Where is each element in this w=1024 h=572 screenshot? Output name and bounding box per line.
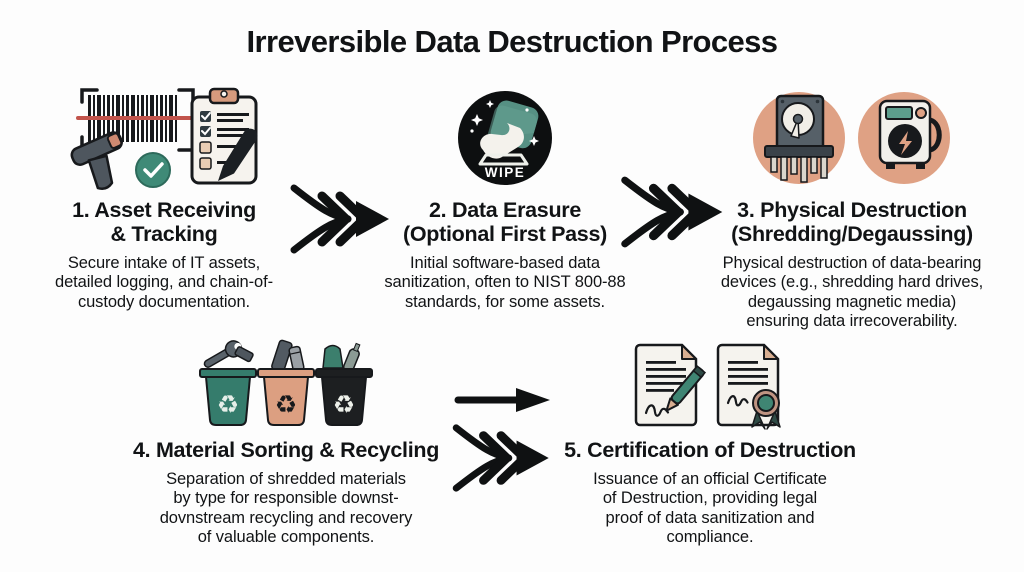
step-5-body-line4: compliance. xyxy=(666,527,754,546)
degausser-icon xyxy=(858,92,950,184)
step-3-title-line1: 3. Physical Destruction xyxy=(737,198,967,222)
signature xyxy=(726,395,749,407)
step-2-body-line2: sanitization, often to NIST 800-88 xyxy=(384,273,626,292)
step-4-body: Separation of shredded materials by type… xyxy=(108,470,464,547)
step-1-icons xyxy=(24,84,304,192)
barcode-scanner-clipboard-icon xyxy=(70,87,258,190)
step-3-body: Physical destruction of data-bearing dev… xyxy=(684,254,1020,331)
step-1-title-line2: & Tracking xyxy=(110,222,218,247)
pen-icon xyxy=(665,365,707,412)
step-4-icons: ♻ ♻ ♻ xyxy=(108,338,464,432)
step-5-body: Issuance of an official Certificate of D… xyxy=(538,470,882,547)
step-5-body-line3: proof of data sanitization and xyxy=(605,508,815,527)
step-2-body-line3: standards, for some assets. xyxy=(405,292,605,311)
step-5-body-line2: of Destruction, providing legal xyxy=(602,489,818,508)
seal-rosette-icon xyxy=(751,389,781,430)
sealed-certificate-icon xyxy=(716,343,781,430)
step-3-icons xyxy=(684,84,1020,192)
step-4-body-line1: Separation of shredded materials xyxy=(166,470,406,489)
double-chevron-arrow-icon xyxy=(290,184,389,254)
step-1-title: 1. Asset Receiving & Tracking xyxy=(24,198,304,246)
tool-icon xyxy=(233,346,254,363)
step-3-body-line4: ensuring data irrecoverability. xyxy=(746,312,958,331)
step-1-body: Secure intake of IT assets, detailed log… xyxy=(24,254,304,312)
step-1-title-line1: 1. Asset Receiving xyxy=(72,198,256,222)
step-4-title: 4. Material Sorting & Recycling xyxy=(108,438,464,462)
step-2-title-line2: (Optional First Pass) xyxy=(403,222,607,247)
step-1-body-line1: Secure intake of IT assets, xyxy=(67,254,261,273)
step-4-material-sorting: ♻ ♻ ♻ 4. Material Sorting & Recycling Se… xyxy=(108,338,464,547)
recycle-symbol-icon: ♻ xyxy=(216,391,238,419)
page-title: Irreversible Data Destruction Process xyxy=(246,24,778,59)
pen-icon xyxy=(218,128,258,181)
step-2-title: 2. Data Erasure (Optional First Pass) xyxy=(352,198,658,246)
bag-icon xyxy=(321,344,344,369)
signed-certificate-icon xyxy=(634,343,707,427)
step-3-physical-destruction: 3. Physical Destruction (Shredding/Degau… xyxy=(684,84,1020,331)
wipe-cloth xyxy=(480,123,524,159)
clipboard-checklist-icon xyxy=(190,87,258,185)
step-5-title: 5. Certification of Destruction xyxy=(538,438,882,462)
step-2-body: Initial software-based data sanitization… xyxy=(352,254,658,312)
step-3-title: 3. Physical Destruction (Shredding/Degau… xyxy=(684,198,1020,246)
step-3-body-line1: Physical destruction of data-bearing xyxy=(722,254,982,273)
certificates-icon xyxy=(634,343,781,430)
can-icon xyxy=(287,345,305,372)
step-5-body-line1: Issuance of an official Certificate xyxy=(593,470,827,489)
step-4-body-line2: by type for responsible downst- xyxy=(173,489,399,508)
step-5-icons xyxy=(538,338,882,432)
wipe-badge-icon: WIPE xyxy=(458,91,552,185)
hdd-shredder-icon xyxy=(753,92,845,184)
step-2-body-line1: Initial software-based data xyxy=(410,254,600,273)
double-chevron-arrow-icon xyxy=(621,176,723,248)
check-circle-icon xyxy=(135,152,171,188)
step-4-title-line1: 4. Material Sorting & Recycling xyxy=(132,438,440,462)
step-3-body-line3: degaussing magnetic media) xyxy=(747,292,957,311)
scan-line xyxy=(76,116,198,120)
phone-icon xyxy=(270,339,293,373)
step-2-icons: WIPE xyxy=(352,84,658,192)
step-3-title-line2: (Shredding/Degaussing) xyxy=(731,222,973,247)
step-5-certification: 5. Certification of Destruction Issuance… xyxy=(538,338,882,547)
signature xyxy=(644,404,670,417)
sparkles xyxy=(470,100,539,146)
step-4-body-line4: of valuable components. xyxy=(197,527,375,546)
wipe-label: WIPE xyxy=(485,165,526,180)
step-1-body-line3: custody documentation. xyxy=(77,292,251,311)
recycling-bins-icon: ♻ ♻ ♻ xyxy=(198,339,373,426)
step-2-data-erasure: WIPE 2. Data Erasure (Optional First Pas… xyxy=(352,84,658,312)
double-chevron-arrow-icon xyxy=(452,424,549,492)
recycle-symbol-icon: ♻ xyxy=(332,391,354,419)
step-1-asset-receiving: 1. Asset Receiving & Tracking Secure int… xyxy=(24,84,304,312)
straight-arrow-icon xyxy=(454,388,550,412)
step-5-title-line1: 5. Certification of Destruction xyxy=(564,438,856,462)
step-3-body-line2: devices (e.g., shredding hard drives, xyxy=(720,273,984,292)
recycle-symbol-icon: ♻ xyxy=(274,391,296,419)
scanner-icon xyxy=(70,131,123,190)
step-4-body-line3: dovnstream recycling and recovery xyxy=(159,508,413,527)
step-1-body-line2: detailed logging, and chain-of- xyxy=(55,273,273,292)
step-2-title-line1: 2. Data Erasure xyxy=(428,198,582,222)
